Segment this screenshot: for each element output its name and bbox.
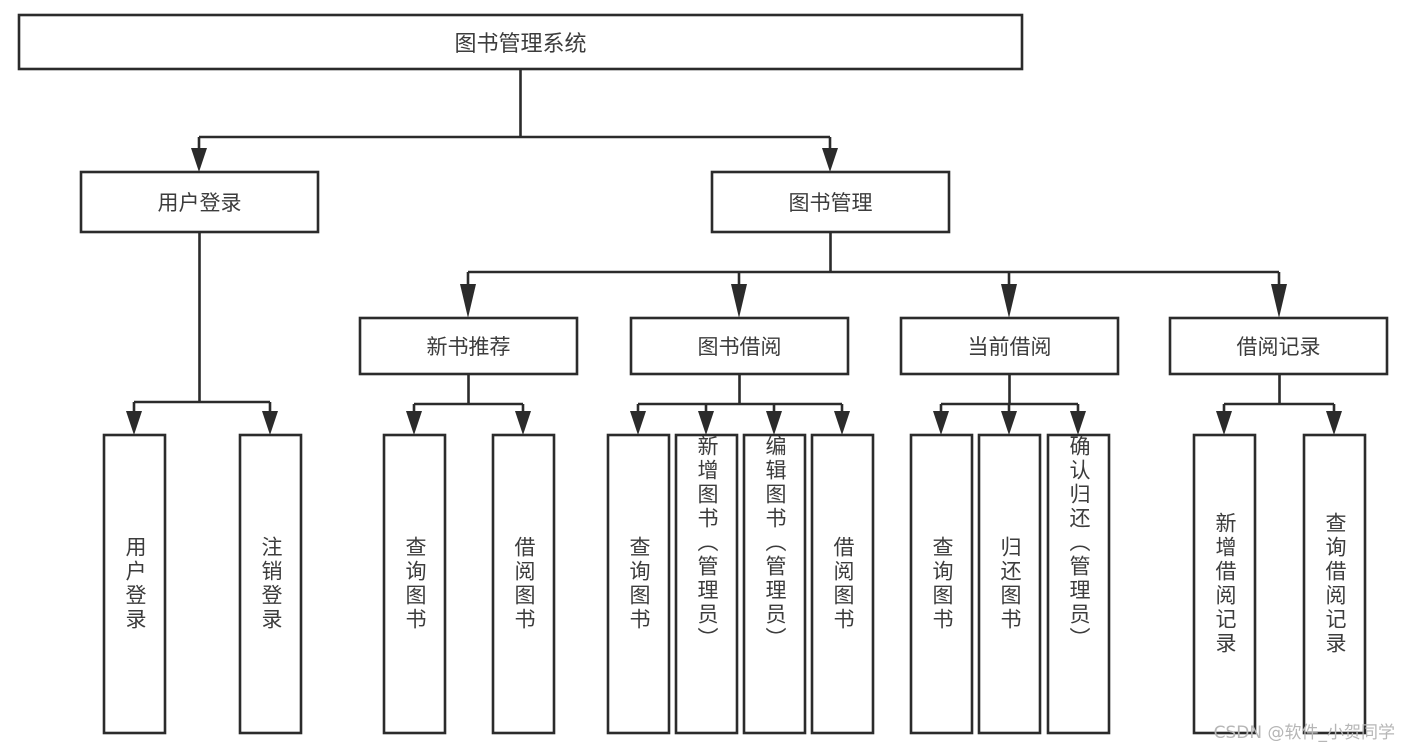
arrowhead-borrow-record	[1271, 284, 1287, 318]
node-box-book-borrow[interactable]	[629, 316, 850, 376]
arrowhead-leaf-logout	[262, 411, 278, 435]
node-box-leaf-borrow-book-2[interactable]	[810, 433, 875, 735]
node-box-leaf-return-book[interactable]	[977, 433, 1042, 735]
node-box-leaf-logout[interactable]	[238, 433, 303, 735]
arrowhead-current-borrow	[1001, 284, 1017, 318]
node-box-leaf-add-record[interactable]	[1192, 433, 1257, 735]
node-box-leaf-confirm-return[interactable]	[1046, 433, 1111, 735]
arrowhead-leaf-user-login	[126, 411, 142, 435]
node-box-user-login[interactable]	[79, 170, 320, 234]
arrowhead-leaf-edit-book	[766, 411, 782, 435]
arrowhead-leaf-borrow-book-2	[834, 411, 850, 435]
node-box-new-book-rec[interactable]	[358, 316, 579, 376]
node-box-leaf-add-book[interactable]	[674, 433, 739, 735]
arrowhead-user-login	[191, 148, 207, 172]
arrowhead-leaf-query-book-3	[933, 411, 949, 435]
node-box-leaf-edit-book[interactable]	[742, 433, 807, 735]
arrowhead-leaf-confirm-return	[1070, 411, 1086, 435]
arrowhead-leaf-borrow-book-1	[515, 411, 531, 435]
node-box-book-manage[interactable]	[710, 170, 951, 234]
node-box-current-borrow[interactable]	[899, 316, 1120, 376]
arrowhead-leaf-query-book-1	[406, 411, 422, 435]
arrowhead-leaf-return-book	[1001, 411, 1017, 435]
node-box-root[interactable]	[17, 13, 1024, 71]
node-box-leaf-query-book-1[interactable]	[382, 433, 447, 735]
arrowhead-leaf-add-record	[1216, 411, 1232, 435]
node-box-leaf-query-book-2[interactable]	[606, 433, 671, 735]
node-box-leaf-user-login[interactable]	[102, 433, 167, 735]
arrowhead-book-manage	[822, 148, 838, 172]
arrowhead-leaf-query-record	[1326, 411, 1342, 435]
node-box-borrow-record[interactable]	[1168, 316, 1389, 376]
arrowhead-book-borrow	[731, 284, 747, 318]
arrowhead-new-book-rec	[460, 284, 476, 318]
node-box-leaf-query-book-3[interactable]	[909, 433, 974, 735]
arrowhead-leaf-add-book	[698, 411, 714, 435]
node-box-leaf-query-record[interactable]	[1302, 433, 1367, 735]
node-box-leaf-borrow-book-1[interactable]	[491, 433, 556, 735]
arrowhead-leaf-query-book-2	[630, 411, 646, 435]
